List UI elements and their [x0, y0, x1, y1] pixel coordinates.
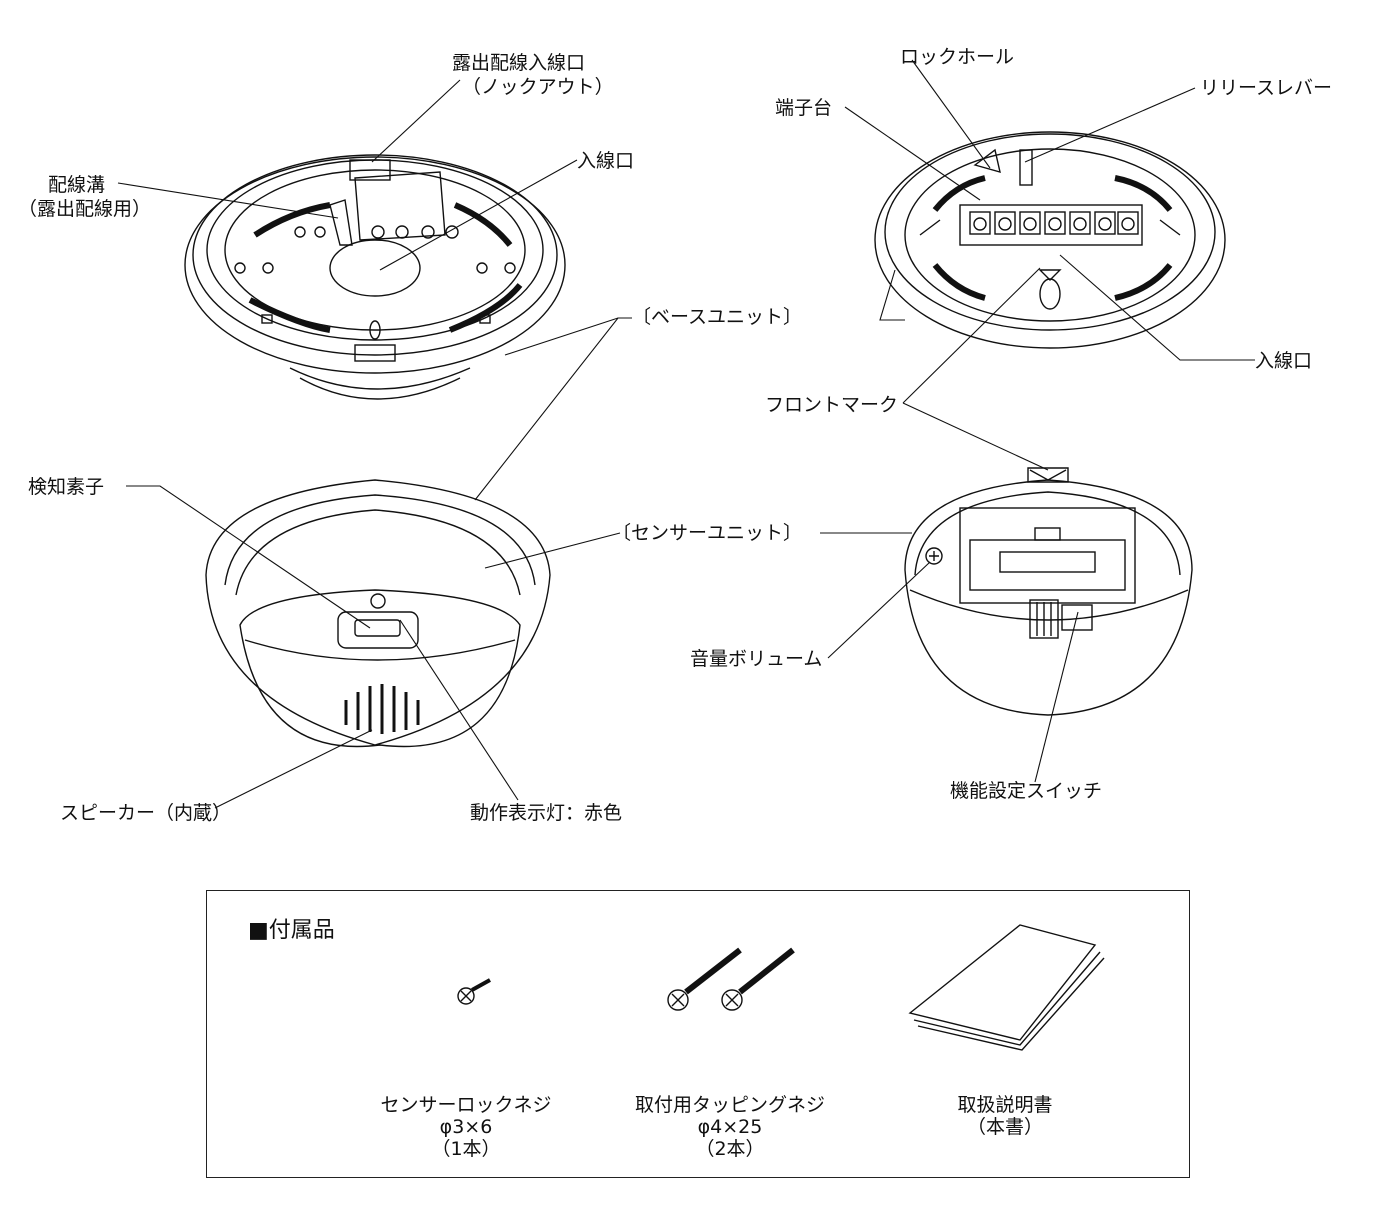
- leader-lines: [117, 59, 1255, 809]
- label-knockout: （ノックアウト）: [462, 76, 614, 98]
- label-volume: 音量ボリューム: [690, 648, 823, 670]
- label-function-switch: 機能設定スイッチ: [950, 780, 1103, 802]
- sensor-unit-back-view: [904, 467, 1193, 716]
- sensor-lock-screw-icon: [457, 978, 491, 1005]
- label-wiring-groove: 配線溝: [48, 174, 106, 196]
- label-wiring-groove-sub: （露出配線用）: [18, 198, 152, 220]
- label-indicator: 動作表示灯：赤色: [470, 802, 623, 824]
- sensor-unit-front-view: [205, 479, 551, 748]
- label-exposed-inlet: 露出配線入線口: [452, 52, 586, 74]
- accessory-spec: φ3×6: [439, 1116, 493, 1138]
- base-unit-top-view: [184, 154, 566, 400]
- label-terminal-block: 端子台: [775, 97, 833, 119]
- accessory-spec: （本書）: [966, 1116, 1043, 1138]
- accessory-spec: φ4×25: [697, 1116, 763, 1138]
- label-sensor-unit: 〔センサーユニット〕: [612, 522, 803, 544]
- accessory-item-manual: 取扱説明書 （本書）: [905, 1094, 1105, 1138]
- base-unit-terminal-view: [874, 131, 1226, 349]
- accessory-item-lock-screw: センサーロックネジ φ3×6 （1本）: [366, 1094, 566, 1160]
- label-release-lever: リリースレバー: [1200, 77, 1333, 99]
- accessories-title: ■付属品: [248, 918, 335, 943]
- accessory-name: センサーロックネジ: [380, 1094, 552, 1116]
- accessory-name: 取付用タッピングネジ: [634, 1094, 825, 1116]
- accessory-name: 取扱説明書: [957, 1094, 1053, 1116]
- label-sensing-element: 検知素子: [28, 476, 105, 498]
- label-lock-hole: ロックホール: [900, 46, 1015, 68]
- label-inlet-left: 入線口: [577, 150, 635, 172]
- accessory-qty: （1本）: [431, 1138, 501, 1160]
- accessory-qty: （2本）: [695, 1138, 765, 1160]
- accessory-illustrations: [457, 924, 1105, 1051]
- label-inlet-right: 入線口: [1255, 350, 1313, 372]
- tapping-screw-icon: [667, 947, 795, 1011]
- label-front-mark: フロントマーク: [765, 394, 899, 416]
- label-base-unit: 〔ベースユニット〕: [632, 306, 803, 328]
- accessories-box: [206, 890, 1190, 1178]
- label-speaker: スピーカー（内蔵）: [60, 802, 232, 824]
- manual-booklet-icon: [908, 924, 1105, 1051]
- accessory-item-tapping-screw: 取付用タッピングネジ φ4×25 （2本）: [620, 1094, 840, 1160]
